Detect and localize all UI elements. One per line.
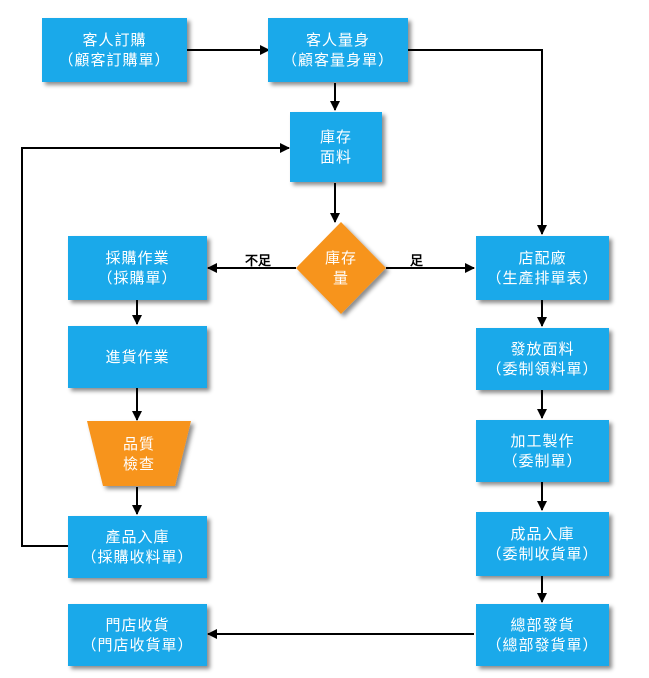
store-receive-box: 門店收貨 （門店收貨單） xyxy=(68,604,207,666)
product-stock-in-form: （採購收料單） xyxy=(81,548,194,566)
stock-fabric-line1: 庫存 xyxy=(319,128,352,146)
customer-order-title: 客人訂購 xyxy=(82,31,147,49)
sufficient-label: 足 xyxy=(410,254,424,269)
customer-order-box: 客人訂購 （顧客訂購單） xyxy=(42,18,187,82)
store-factory-box: 店配廠 （生產排單表） xyxy=(476,236,609,300)
insufficient-label: 不足 xyxy=(245,254,272,269)
processing-title: 加工製作 xyxy=(510,432,575,450)
edge-stockin-to-stock xyxy=(21,143,290,547)
quality-check-trapezoid xyxy=(87,421,191,486)
stock-fabric-box: 庫存 面料 xyxy=(290,112,382,182)
store-factory-title: 店配廠 xyxy=(518,249,567,267)
edge-measure-to-factory xyxy=(408,49,547,235)
quality-check-line1: 品質 xyxy=(122,435,155,453)
hq-ship-box: 總部發貨 （總部發貨單） xyxy=(476,604,609,666)
connectors xyxy=(21,45,547,639)
receiving-box: 進貨作業 xyxy=(68,326,207,388)
stock-check-label: 庫存 量 xyxy=(306,246,376,290)
product-stock-in-box: 產品入庫 （採購收料單） xyxy=(68,516,207,578)
purchasing-title: 採購作業 xyxy=(105,249,170,267)
store-receive-form: （門店收貨單） xyxy=(81,636,194,654)
issue-fabric-form: （委制領料單） xyxy=(486,360,599,378)
quality-check-label: 品質 檢查 xyxy=(99,432,179,476)
stock-check-line2: 量 xyxy=(332,269,349,287)
customer-measure-title: 客人量身 xyxy=(305,31,370,49)
receiving-title: 進貨作業 xyxy=(105,348,170,366)
stock-check-line1: 庫存 xyxy=(324,249,357,267)
purchasing-form: （採購單） xyxy=(97,269,178,287)
purchasing-box: 採購作業 （採購單） xyxy=(68,236,207,300)
product-stock-in-title: 產品入庫 xyxy=(105,528,170,546)
store-factory-form: （生產排單表） xyxy=(486,269,599,287)
processing-box: 加工製作 （委制單） xyxy=(476,420,609,482)
finished-stock-in-box: 成品入庫 （委制收貨單） xyxy=(476,512,609,576)
issue-fabric-box: 發放面料 （委制領料單） xyxy=(476,328,609,390)
hq-ship-title: 總部發貨 xyxy=(510,616,575,634)
issue-fabric-title: 發放面料 xyxy=(510,340,575,358)
quality-check-line2: 檢查 xyxy=(122,455,155,473)
customer-order-form: （顧客訂購單） xyxy=(58,51,171,69)
customer-measure-form: （顧客量身單） xyxy=(281,51,394,69)
stock-fabric-line2: 面料 xyxy=(319,148,352,166)
finished-stock-in-title: 成品入庫 xyxy=(510,525,575,543)
customer-measure-box: 客人量身 （顧客量身單） xyxy=(268,18,408,82)
processing-form: （委制單） xyxy=(502,452,583,470)
store-receive-title: 門店收貨 xyxy=(105,616,170,634)
stock-check-diamond xyxy=(296,222,386,314)
finished-stock-in-form: （委制收貨單） xyxy=(486,545,599,563)
hq-ship-form: （總部發貨單） xyxy=(486,636,599,654)
